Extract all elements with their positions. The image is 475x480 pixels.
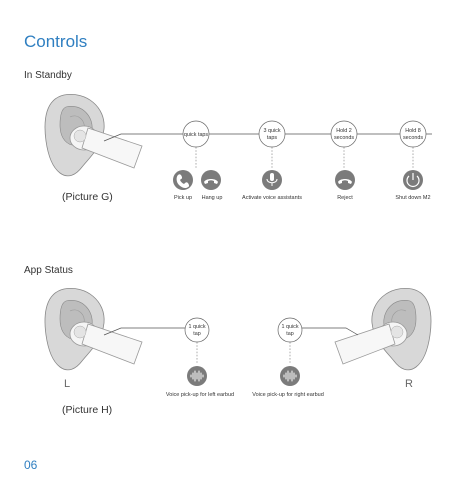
- action-label-reject: Reject: [337, 195, 353, 201]
- picture-h-caption: (Picture H): [62, 404, 113, 416]
- standby-step-3: Hold 2 seconds: [330, 120, 358, 148]
- step-text-4a: Hold 8: [405, 128, 421, 134]
- phone-hangup-icon: [201, 170, 221, 190]
- picture-g-caption: (Picture G): [62, 191, 113, 203]
- step-text-3a: Hold 2: [336, 128, 352, 134]
- voice-wave-icon: [187, 366, 207, 386]
- action-label-voice-left: Voice pick-up for left earbud: [166, 392, 234, 398]
- app-step-right-b: tap: [286, 331, 294, 337]
- app-step-right-a: 1 quick: [281, 324, 298, 330]
- step-text-2a: 3 quick: [263, 128, 280, 134]
- voice-wave-icon: [280, 366, 300, 386]
- microphone-icon: [262, 170, 282, 190]
- action-label-voice-right: Voice pick-up for right earbud: [252, 392, 324, 398]
- left-label: L: [64, 378, 70, 390]
- step-text-1a: quick taps: [184, 132, 209, 138]
- phone-hangup-icon: [335, 170, 355, 190]
- standby-step-4: Hold 8 seconds: [399, 120, 427, 148]
- app-step-left: 1 quick tap: [184, 317, 210, 343]
- app-status-heading: App Status: [24, 265, 73, 276]
- standby-connector-line: [103, 133, 432, 142]
- step-text-4b: seconds: [403, 135, 423, 141]
- action-label-voice-assistant: Activate voice assistants: [242, 195, 302, 201]
- standby-step-2: 3 quick taps: [258, 120, 286, 148]
- phone-pickup-icon: [173, 170, 193, 190]
- right-connector-line: [302, 327, 359, 336]
- standby-dashed-lines: [195, 147, 414, 168]
- standby-step-1: quick taps: [182, 120, 210, 148]
- app-step-left-b: tap: [193, 331, 201, 337]
- page-title: Controls: [24, 32, 88, 51]
- app-step-right: 1 quick tap: [277, 317, 303, 343]
- action-label-hangup: Hang up: [202, 195, 223, 201]
- app-step-left-a: 1 quick: [188, 324, 205, 330]
- step-text-3b: seconds: [334, 135, 354, 141]
- left-connector-line: [103, 327, 186, 336]
- power-icon: [403, 170, 423, 190]
- standby-heading: In Standby: [24, 70, 72, 81]
- action-label-shutdown: Shut down M2: [395, 195, 430, 201]
- page-number: 06: [24, 458, 38, 472]
- app-dashed-lines: [196, 342, 291, 364]
- step-text-2b: taps: [267, 135, 277, 141]
- right-label: R: [405, 378, 413, 390]
- action-label-pickup: Pick up: [174, 195, 192, 201]
